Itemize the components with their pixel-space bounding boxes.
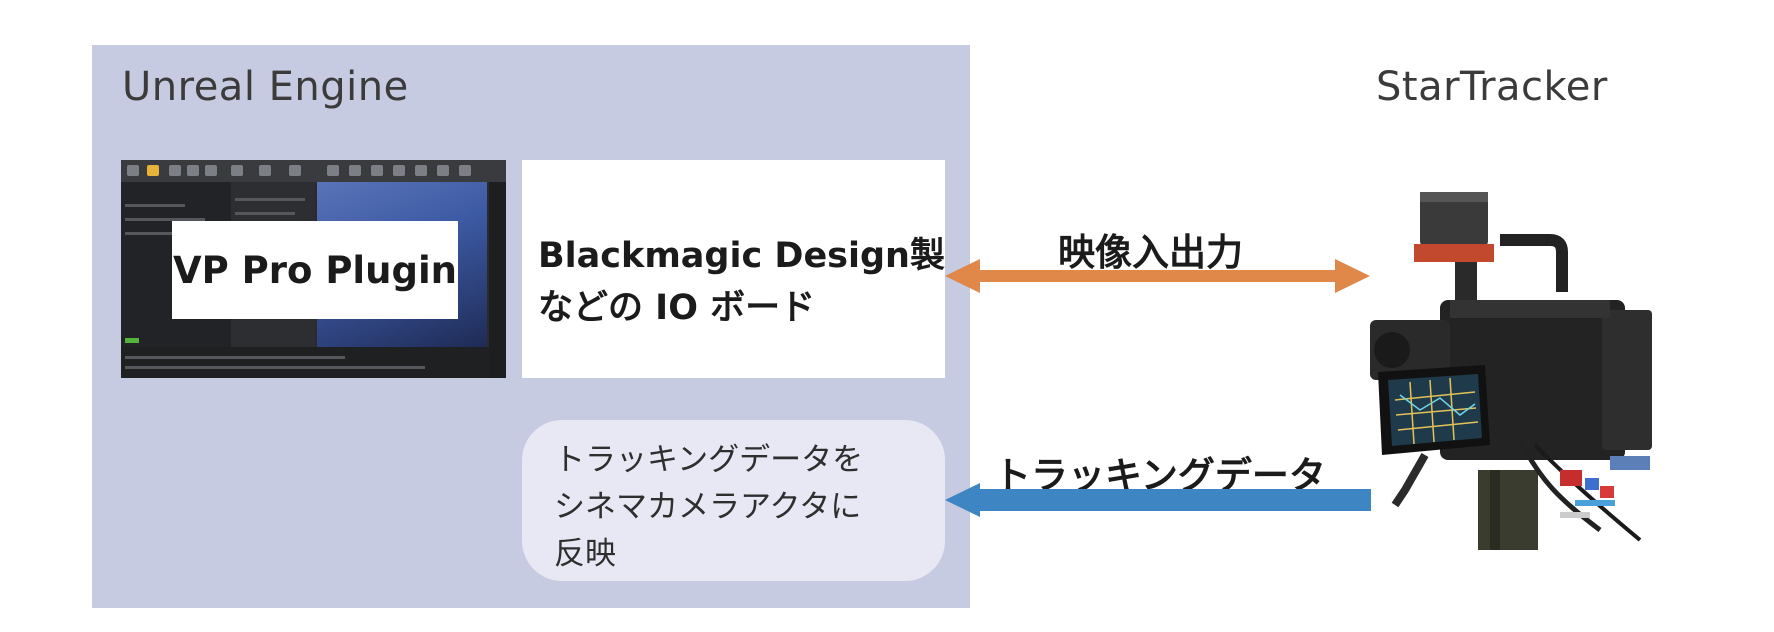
video-io-arrow bbox=[945, 259, 1370, 293]
editor-right-pane bbox=[489, 182, 506, 378]
tracking-data-arrow bbox=[945, 483, 1371, 517]
vp-pro-plugin-label: VP Pro Plugin bbox=[173, 248, 457, 292]
camera-rig-image bbox=[1370, 192, 1652, 550]
editor-bottom-pane bbox=[121, 347, 489, 378]
note-line2: シネマカメラアクタに bbox=[554, 489, 862, 525]
editor-toolbar bbox=[121, 160, 506, 182]
io-board-line2: などの IO ボード bbox=[538, 288, 816, 328]
unreal-engine-title: Unreal Engine bbox=[122, 64, 409, 110]
note-line1: トラッキングデータを bbox=[554, 442, 864, 478]
vp-pro-plugin-box: VP Pro Plugin bbox=[172, 221, 458, 319]
tracking-note-box: トラッキングデータを シネマカメラアクタに 反映 bbox=[522, 420, 945, 581]
video-io-label: 映像入出力 bbox=[1058, 231, 1243, 274]
io-board-box: Blackmagic Design製 などの IO ボード bbox=[522, 160, 945, 378]
io-board-line1: Blackmagic Design製 bbox=[538, 236, 945, 276]
star-tracker-title: StarTracker bbox=[1376, 64, 1608, 110]
note-line3: 反映 bbox=[554, 536, 616, 572]
editor-status-indicator bbox=[125, 338, 139, 343]
